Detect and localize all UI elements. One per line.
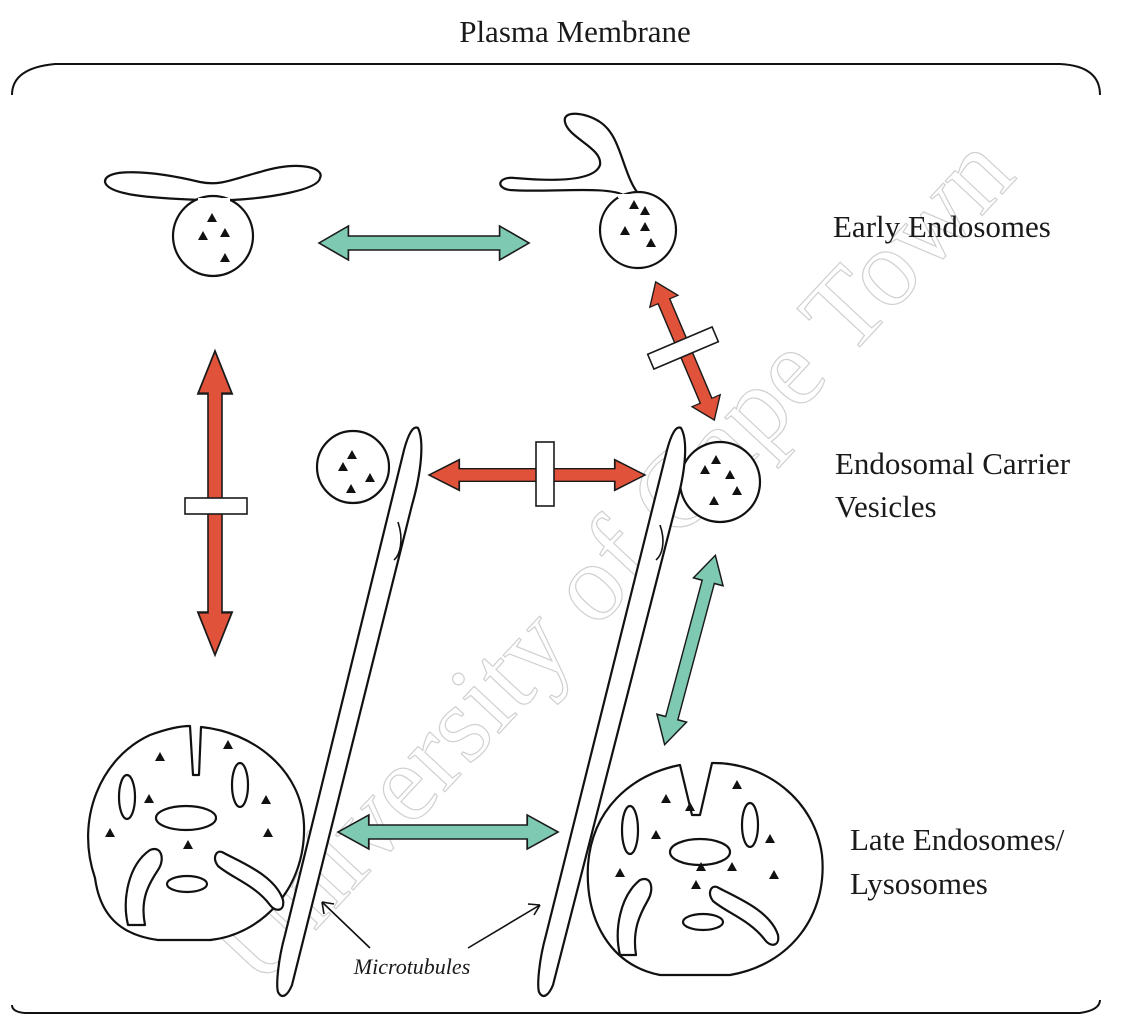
late-endosomes-label-line2: Lysosomes bbox=[850, 866, 988, 901]
carrier-vesicles-label-line1: Endosomal Carrier bbox=[835, 446, 1071, 481]
late-endosome-right bbox=[588, 763, 823, 975]
carrier-vesicle-left bbox=[317, 431, 389, 503]
late-endosomes-label-line1: Late Endosomes/ bbox=[850, 822, 1065, 857]
carrier-vesicle-right bbox=[680, 442, 760, 522]
arrow-left-early-late bbox=[185, 351, 247, 655]
microtubules-label: Microtubules bbox=[353, 954, 471, 979]
late-endosome-left bbox=[88, 726, 304, 940]
early-endosome-left bbox=[105, 166, 321, 276]
early-endosomes-label: Early Endosomes bbox=[833, 209, 1051, 244]
page-title: Plasma Membrane bbox=[459, 14, 691, 49]
carrier-vesicles-label-line2: Vesicles bbox=[835, 489, 937, 524]
arrow-early-endosomes bbox=[319, 226, 529, 260]
